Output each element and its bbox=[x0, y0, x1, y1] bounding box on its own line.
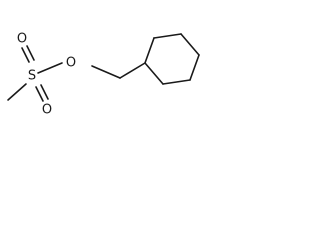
sulfur-atom-label: S bbox=[28, 69, 36, 84]
ring-bond-1 bbox=[144, 37, 155, 64]
sulfur-methyl-bond bbox=[7, 83, 27, 101]
ring-ch2-bond bbox=[119, 62, 146, 79]
ring-bond-5 bbox=[162, 79, 191, 85]
sulfur-oxygen-bottom-bond-a bbox=[35, 86, 44, 102]
oxygen-sulfur-bond bbox=[37, 62, 63, 74]
oxygen-top-atom-label: O bbox=[17, 32, 27, 47]
sulfur-oxygen-top-bond-a bbox=[21, 47, 30, 63]
sulfur-oxygen-top-bond-b bbox=[26, 45, 35, 61]
oxygen-bottom-atom-label: O bbox=[42, 103, 52, 118]
ring-bond-6 bbox=[144, 62, 164, 85]
oxygen-ester-atom-label: O bbox=[66, 56, 76, 71]
cyclohexane-ring bbox=[144, 33, 200, 85]
ring-bond-3 bbox=[180, 33, 200, 56]
structure-canvas: S O O O bbox=[0, 0, 215, 127]
ch2-oxygen-bond bbox=[91, 65, 121, 79]
ring-bond-4 bbox=[189, 54, 200, 81]
molecule-diagram: S O O O bbox=[7, 32, 200, 118]
ring-bond-2 bbox=[153, 33, 182, 39]
sulfur-oxygen-bottom-bond-b bbox=[40, 84, 49, 100]
